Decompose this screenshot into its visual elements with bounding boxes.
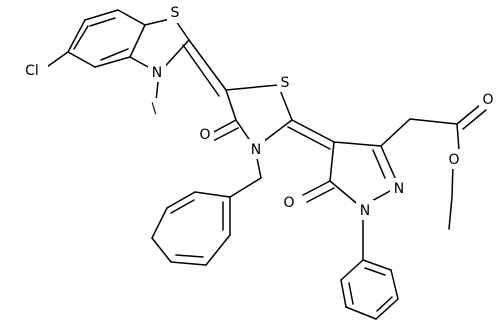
bond	[451, 163, 454, 198]
bond	[170, 199, 195, 214]
atom-n-thiazolidine: N	[247, 139, 265, 159]
bond	[188, 39, 227, 91]
bond	[225, 89, 237, 121]
bond	[229, 177, 262, 198]
atom-n1-pyrazole: N	[356, 200, 374, 220]
bond	[340, 259, 364, 281]
bond	[151, 237, 172, 263]
atom-label: O	[199, 127, 210, 143]
bond	[209, 119, 237, 135]
atom-label: O	[482, 92, 493, 108]
bond	[170, 261, 207, 266]
bond	[84, 9, 119, 21]
bond	[375, 298, 399, 320]
bond	[151, 207, 168, 239]
bond	[291, 119, 335, 143]
bond	[348, 282, 354, 305]
bond	[89, 17, 116, 27]
atom-label: S	[281, 75, 290, 91]
atom-label: O	[448, 152, 459, 168]
atom-n-benzothiazole: N	[148, 62, 166, 82]
bond	[302, 180, 331, 196]
bond	[380, 145, 396, 179]
bond	[364, 267, 386, 276]
bond	[306, 187, 335, 203]
atom-label: \	[152, 101, 157, 117]
bond	[194, 191, 231, 198]
atom-o-ester-ether: O	[445, 149, 463, 169]
bond	[376, 296, 393, 312]
atom-label: O	[283, 195, 294, 211]
atom-o-ester-carbonyl: O	[479, 89, 497, 109]
bond	[117, 9, 146, 26]
bond	[129, 24, 146, 58]
bond	[362, 259, 392, 271]
bond	[456, 104, 481, 125]
atom-label: N	[360, 203, 370, 219]
atom-label: N	[251, 142, 261, 158]
bond	[100, 48, 129, 61]
bond	[73, 25, 89, 50]
atom-label: Cl	[25, 63, 39, 79]
bond	[287, 126, 331, 150]
bond	[462, 109, 487, 130]
bond	[175, 254, 204, 258]
bond-lines	[43, 9, 487, 320]
atom-s-thiazolidine: S	[277, 72, 293, 92]
atom-s-benzothiazole: S	[167, 3, 183, 23]
bond	[182, 44, 220, 97]
bond	[372, 149, 386, 179]
bond	[340, 279, 347, 308]
bond	[94, 56, 131, 68]
atom-n2-pyrazole: N	[390, 178, 408, 198]
atom-label: N	[152, 65, 162, 81]
bond	[333, 141, 382, 147]
bond	[409, 118, 458, 125]
bond	[448, 196, 453, 230]
bond	[380, 118, 411, 147]
bond	[390, 269, 399, 300]
bond	[67, 51, 96, 68]
atom-methyl: \	[146, 98, 162, 118]
atom-chloro: Cl	[18, 60, 48, 80]
atom-o-thiazolidinone: O	[196, 124, 214, 144]
bond	[212, 127, 239, 142]
bond	[67, 19, 86, 53]
bond	[329, 141, 335, 182]
bond	[345, 306, 377, 320]
atom-label: S	[171, 5, 180, 21]
atom-labels: S N \ Cl S O N O	[18, 3, 497, 220]
bond	[456, 123, 460, 151]
bond	[166, 191, 196, 209]
bond	[329, 180, 362, 208]
bond	[225, 84, 279, 91]
bond	[205, 234, 231, 266]
atom-label: N	[394, 181, 404, 197]
atom-o-pyrazolone: O	[280, 192, 298, 212]
